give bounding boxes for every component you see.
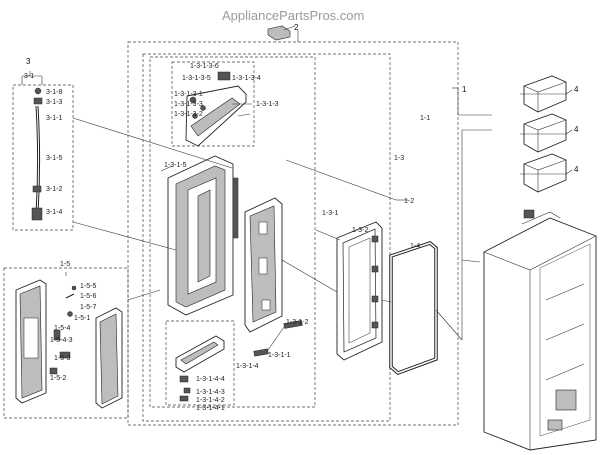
label-3-1-4: 3-1-4 (46, 209, 62, 216)
part-3-1-3 (33, 97, 43, 105)
watermark: AppliancePartsPros.com (222, 8, 364, 23)
label-3-1-8: 3-1-8 (46, 89, 62, 96)
group-box-3-1 (12, 84, 74, 231)
label-1-3-1-4-2: 1-3-1-4-2 (196, 397, 225, 404)
label-1-5-7: 1-5-7 (80, 304, 96, 311)
part-1-4-gasket (389, 241, 438, 375)
label-1-3-1-2: 1-3-1-2 (286, 319, 309, 326)
label-1-3-1-4-3: 1-3-1-4-3 (196, 389, 225, 396)
label-3: 3 (26, 57, 31, 66)
label-1-5-4-3: 1-5-4-3 (50, 337, 73, 344)
label-1: 1 (462, 85, 467, 94)
label-1-5: 1-5 (60, 261, 70, 268)
part-4-door-bin-bottom (523, 153, 567, 193)
label-4-top: 4 (574, 85, 579, 94)
part-1-3-1-1 (253, 348, 269, 357)
label-3-1-1: 3-1-1 (46, 115, 62, 122)
part-1-3-1-3-4-bracket (217, 71, 231, 81)
label-3-1: 3-1 (24, 73, 34, 80)
label-4-middle: 4 (574, 125, 579, 134)
label-3-1-5: 3-1-5 (46, 155, 62, 162)
label-1-5-5: 1-5-5 (80, 283, 96, 290)
group-box-1-5 (3, 267, 129, 419)
group-box-1-3 (142, 53, 391, 422)
group-box-1 (127, 41, 459, 426)
label-1-3-1-3-2: 1-3-1-3-2 (174, 111, 203, 118)
label-1-3-1-4-4: 1-3-1-4-4 (196, 376, 225, 383)
label-1-4: 1-4 (410, 243, 420, 250)
label-3-1-2: 3-1-2 (46, 186, 62, 193)
label-1-3: 1-3 (394, 155, 404, 162)
label-1-3-1-3-5: 1-3-1-3-5 (182, 75, 211, 82)
group-box-1-3-1-3 (171, 61, 255, 147)
leader-lines (21, 30, 573, 341)
label-1-3-1-3-3: 1-3-1-3-3 (174, 101, 203, 108)
part-3-1-8 (34, 87, 42, 95)
label-1-3-1-4-1: 1-3-1-4-1 (196, 405, 225, 412)
label-1-3-1-3-6: 1-3-1-3-6 (190, 63, 219, 70)
label-4-bottom: 4 (574, 165, 579, 174)
group-box-1-3-1 (149, 56, 316, 408)
label-1-3-1-3-1: 1-3-1-3-1 (174, 91, 203, 98)
label-1-2: 1-2 (404, 198, 414, 205)
label-1-3-1-5: 1-3-1-5 (164, 162, 187, 169)
part-1-3-1-2 (283, 320, 303, 329)
label-1-3-2: 1-3-2 (352, 227, 368, 234)
label-1-5-1: 1-5-1 (74, 315, 90, 322)
part-3-1-2 (32, 185, 42, 193)
label-1-5-3: 1-5-3 (54, 355, 70, 362)
label-1-3-1: 1-3-1 (322, 210, 338, 217)
label-1-3-1-1: 1-3-1-1 (268, 352, 291, 359)
label-3-1-3: 3-1-3 (46, 99, 62, 106)
label-1-1: 1-1 (420, 115, 430, 122)
label-1-5-4: 1-5-4 (54, 325, 70, 332)
label-1-3-1-3: 1-3-1-3 (256, 101, 279, 108)
label-2: 2 (294, 23, 299, 32)
label-1-3-1-4: 1-3-1-4 (236, 363, 259, 370)
label-1-5-2: 1-5-2 (50, 375, 66, 382)
group-box-1-3-1-4 (165, 320, 235, 406)
refrigerator-cabinet (483, 209, 597, 451)
part-3-1-4 (31, 207, 43, 221)
label-1-5-6: 1-5-6 (80, 293, 96, 300)
part-2-hinge-cover (267, 25, 291, 41)
label-1-3-1-3-4: 1-3-1-3-4 (232, 75, 261, 82)
part-4-door-bin-middle (523, 113, 567, 153)
